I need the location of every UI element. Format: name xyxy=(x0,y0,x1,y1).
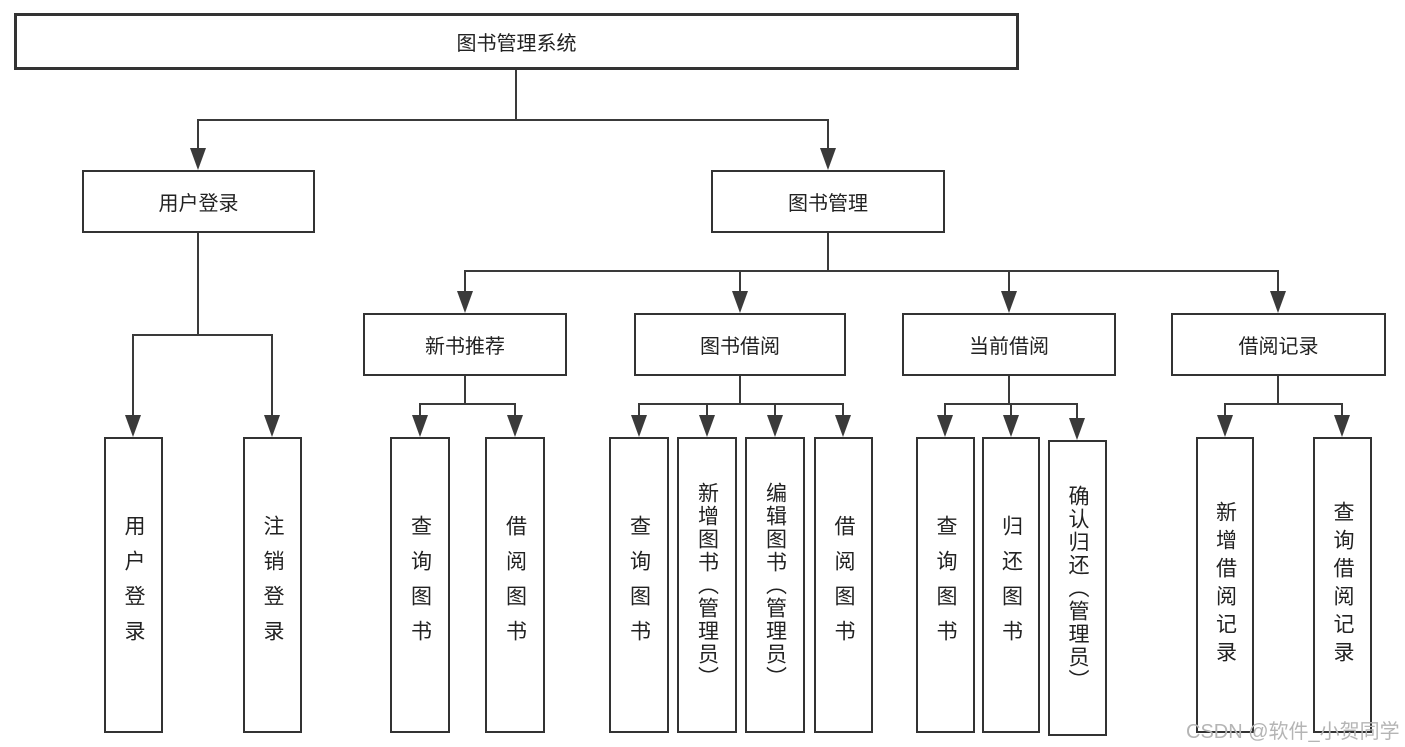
node-label: 新增图书（管理员） xyxy=(695,481,719,689)
node-label: 新增借阅记录 xyxy=(1213,501,1237,669)
connector-line xyxy=(706,403,708,417)
connector-line xyxy=(132,334,134,418)
connector-line xyxy=(827,233,829,272)
node-current-borrowing: 当前借阅 xyxy=(902,313,1116,376)
node-label: 用户登录 xyxy=(158,193,239,215)
connector-line xyxy=(197,119,199,151)
leaf-query-books-borrowing: 查询图书 xyxy=(609,437,669,733)
arrow-down-icon xyxy=(937,415,953,437)
csdn-watermark: CSDN @软件_小贺同学 xyxy=(1186,721,1400,743)
arrow-down-icon xyxy=(1069,418,1085,440)
leaf-query-books-current: 查询图书 xyxy=(916,437,975,733)
arrow-down-icon xyxy=(631,415,647,437)
node-book-borrowing: 图书借阅 xyxy=(634,313,846,376)
arrow-down-icon xyxy=(732,291,748,313)
connector-line xyxy=(638,403,844,405)
connector-line xyxy=(132,334,273,336)
connector-line xyxy=(739,270,741,295)
leaf-user-login: 用户登录 xyxy=(104,437,163,733)
node-root-library-system: 图书管理系统 xyxy=(14,13,1019,70)
leaf-return-books: 归还图书 xyxy=(982,437,1040,733)
connector-line xyxy=(739,376,741,405)
node-label: 当前借阅 xyxy=(969,336,1049,358)
connector-line xyxy=(514,403,516,417)
arrow-down-icon xyxy=(457,291,473,313)
connector-line xyxy=(1277,270,1279,295)
node-label: 查询借阅记录 xyxy=(1331,501,1354,669)
connector-line xyxy=(197,233,199,336)
arrow-down-icon xyxy=(190,148,206,170)
connector-line xyxy=(1010,403,1012,417)
arrow-down-icon xyxy=(264,415,280,437)
node-label: 借阅图书 xyxy=(832,515,855,655)
arrow-down-icon xyxy=(699,415,715,437)
connector-line xyxy=(1008,270,1010,295)
node-label: 注销登录 xyxy=(261,515,284,655)
leaf-add-borrow-record: 新增借阅记录 xyxy=(1196,437,1254,733)
arrow-down-icon xyxy=(412,415,428,437)
connector-line xyxy=(464,376,466,405)
connector-line xyxy=(827,119,829,151)
connector-line xyxy=(419,403,421,417)
leaf-logout: 注销登录 xyxy=(243,437,302,733)
node-label: 用户登录 xyxy=(122,515,145,655)
node-label: 图书借阅 xyxy=(700,336,780,358)
connector-line xyxy=(464,270,466,295)
arrow-down-icon xyxy=(767,415,783,437)
leaf-confirm-return-admin: 确认归还（管理员） xyxy=(1048,440,1107,736)
connector-line xyxy=(197,119,829,121)
arrow-down-icon xyxy=(1334,415,1350,437)
arrow-down-icon xyxy=(1217,415,1233,437)
node-label: 借阅记录 xyxy=(1238,336,1319,358)
node-label: 借阅图书 xyxy=(503,515,527,655)
leaf-query-borrow-record: 查询借阅记录 xyxy=(1313,437,1372,733)
node-new-book-recommend: 新书推荐 xyxy=(363,313,567,376)
connector-line xyxy=(1008,376,1010,405)
connector-line xyxy=(1341,403,1343,417)
connector-line xyxy=(774,403,776,417)
node-label: 图书管理系统 xyxy=(456,33,577,55)
arrow-down-icon xyxy=(1001,291,1017,313)
node-label: 查询图书 xyxy=(934,515,957,655)
arrow-down-icon xyxy=(820,148,836,170)
node-label: 图书管理 xyxy=(788,193,868,215)
connector-line xyxy=(271,334,273,418)
connector-line xyxy=(638,403,640,417)
node-label: 新书推荐 xyxy=(425,336,505,358)
arrow-down-icon xyxy=(835,415,851,437)
leaf-borrow-books-borrowing: 借阅图书 xyxy=(814,437,873,733)
connector-line xyxy=(1224,403,1226,417)
node-label: 编辑图书（管理员） xyxy=(763,481,787,689)
node-borrowing-records: 借阅记录 xyxy=(1171,313,1386,376)
leaf-edit-books-admin: 编辑图书（管理员） xyxy=(745,437,805,733)
connector-line xyxy=(419,403,516,405)
node-label: 查询图书 xyxy=(408,515,432,655)
connector-line xyxy=(1076,403,1078,420)
connector-line xyxy=(464,270,1279,272)
node-label: 查询图书 xyxy=(627,515,651,655)
arrow-down-icon xyxy=(1003,415,1019,437)
node-user-login: 用户登录 xyxy=(82,170,315,233)
connector-line xyxy=(842,403,844,417)
leaf-query-books-recommend: 查询图书 xyxy=(390,437,450,733)
node-label: 归还图书 xyxy=(999,515,1023,655)
node-book-management: 图书管理 xyxy=(711,170,945,233)
leaf-add-books-admin: 新增图书（管理员） xyxy=(677,437,737,733)
connector-line xyxy=(515,70,517,121)
arrow-down-icon xyxy=(507,415,523,437)
leaf-borrow-books-recommend: 借阅图书 xyxy=(485,437,545,733)
arrow-down-icon xyxy=(1270,291,1286,313)
arrow-down-icon xyxy=(125,415,141,437)
node-label: 确认归还（管理员） xyxy=(1066,484,1089,692)
connector-line xyxy=(944,403,946,417)
connector-line xyxy=(1224,403,1343,405)
connector-line xyxy=(1277,376,1279,405)
